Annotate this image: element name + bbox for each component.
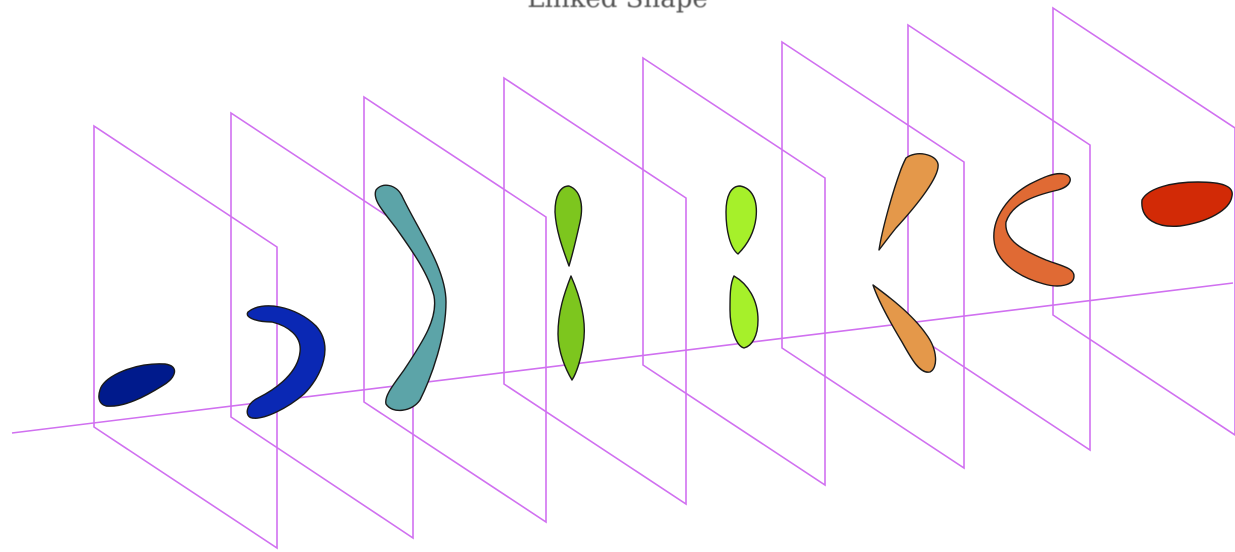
slice-shape-4-lower — [557, 275, 586, 381]
slice-shape-6-lower — [872, 284, 937, 373]
slice-shape-3 — [374, 184, 447, 411]
slice-shape-5-upper — [725, 185, 758, 255]
diagram-title: Linked Shape — [0, 0, 1235, 12]
slice-shape-2 — [246, 305, 326, 419]
slice-shape-6-upper — [878, 153, 939, 251]
slice-plane — [363, 95, 547, 524]
slice-plane — [781, 40, 965, 470]
slice-shape-4-upper — [554, 185, 583, 267]
slice-plane — [1052, 6, 1235, 436]
slice-shape-5-lower — [729, 275, 759, 349]
slice-plane — [230, 111, 414, 540]
slice-shape-8 — [1141, 181, 1233, 227]
slice-plane — [642, 56, 826, 487]
slice-plane — [907, 23, 1091, 452]
slice-plane — [93, 124, 278, 550]
central-axis — [11, 282, 1234, 434]
slice-shape-1 — [98, 363, 176, 407]
slice-shape-7 — [993, 172, 1075, 287]
slice-plane — [503, 76, 687, 506]
